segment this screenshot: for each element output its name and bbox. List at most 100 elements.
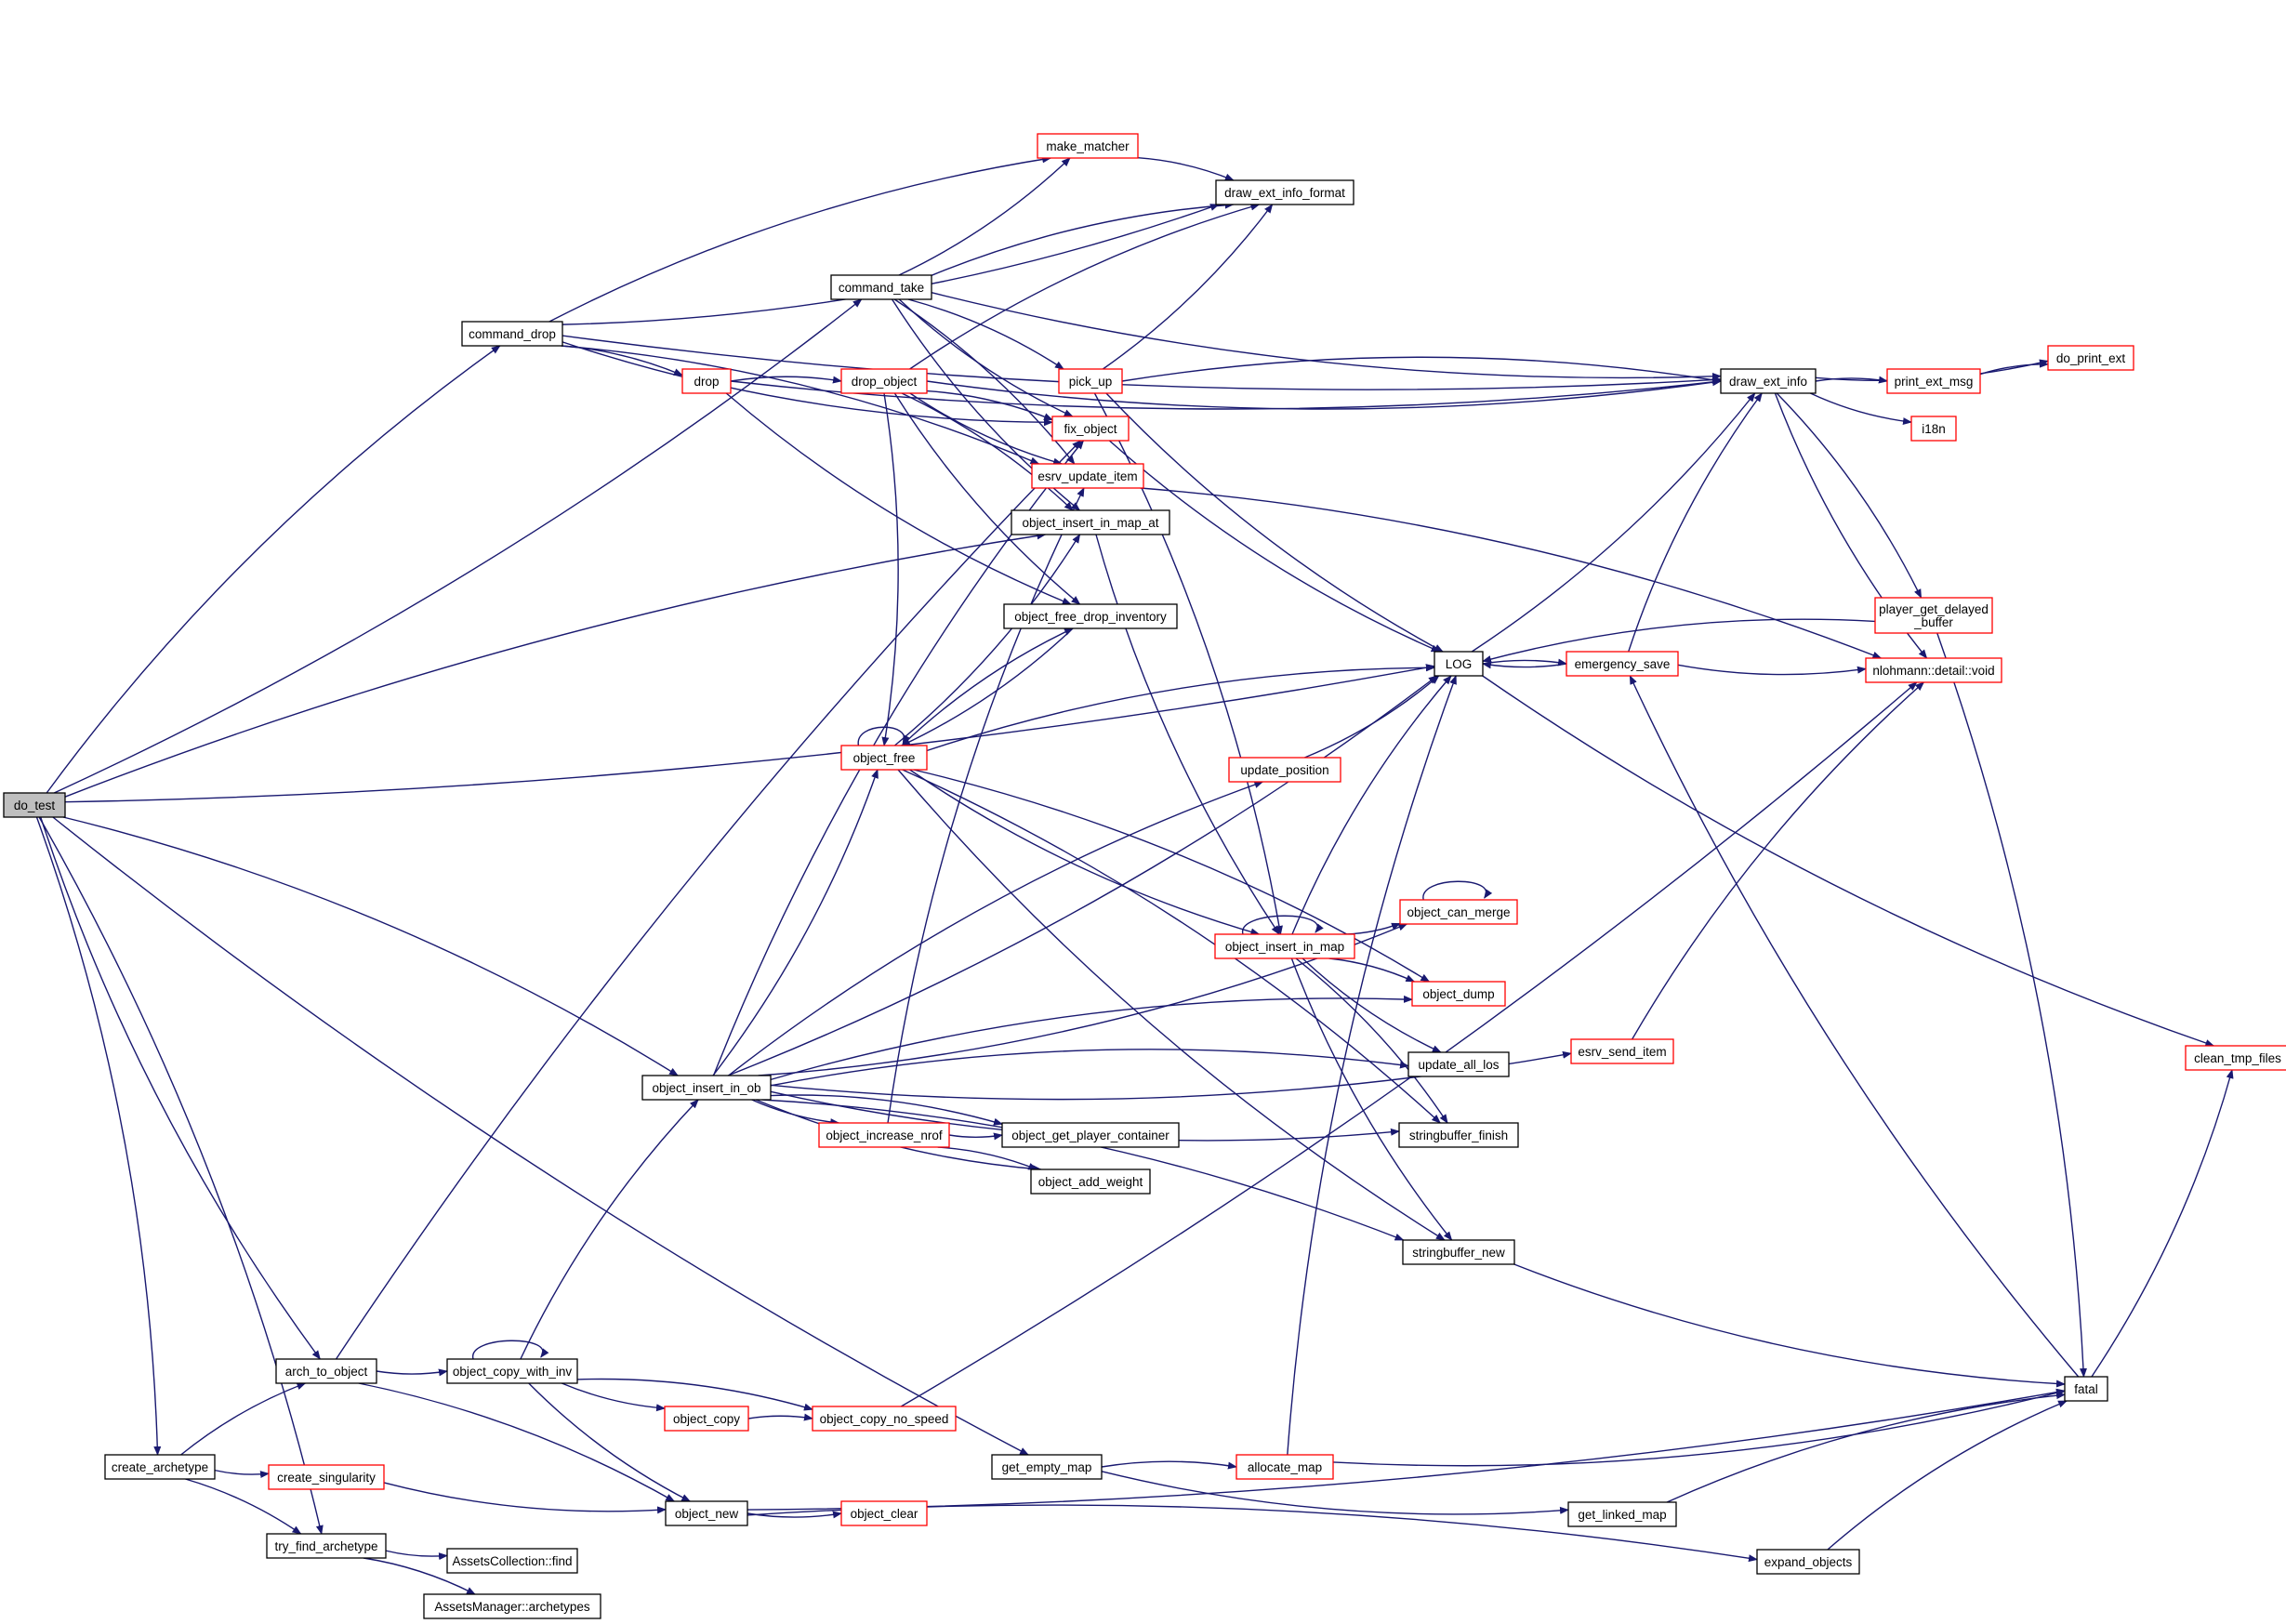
node-object-new[interactable]: object_new <box>665 1500 748 1526</box>
node-label: object_copy_no_speed <box>820 1412 949 1426</box>
call-edge-do_test-to-create_archetype <box>35 816 162 1456</box>
node-label: drop_object <box>852 375 918 389</box>
call-edge-create_archetype-to-create_singularity <box>214 1469 270 1479</box>
node-box <box>818 1122 950 1148</box>
call-edge-pick_up-to-draw_ext_info_format <box>1102 204 1274 370</box>
node-object-add-weight[interactable]: object_add_weight <box>1030 1168 1151 1195</box>
node-fix-object[interactable]: fix_object <box>1051 416 1130 442</box>
node-object-clear[interactable]: object_clear <box>840 1500 928 1526</box>
node-do-test[interactable]: do_test <box>3 792 66 818</box>
node-expand-objects[interactable]: expand_objects <box>1756 1549 1860 1575</box>
node-label: do_print_ext <box>2056 351 2126 365</box>
node-i18n[interactable]: i18n <box>1910 416 1957 442</box>
node-drop[interactable]: drop <box>681 368 732 394</box>
call-edge-fix_object-to-LOG <box>1108 440 1441 653</box>
node-command-take[interactable]: command_take <box>830 274 932 300</box>
call-edge-object_insert_in_ob-to-object_free <box>712 769 879 1076</box>
node-stringbuffer-finish[interactable]: stringbuffer_finish <box>1398 1122 1519 1148</box>
node-esrv-send-item[interactable]: esrv_send_item <box>1570 1038 1674 1064</box>
node-esrv-update-item[interactable]: esrv_update_item <box>1031 463 1144 489</box>
node-drop-object[interactable]: drop_object <box>840 368 928 394</box>
node-create-archetype[interactable]: create_archetype <box>104 1454 216 1480</box>
call-edge-create_archetype-to-arch_to_object <box>180 1382 307 1456</box>
node-box <box>446 1548 578 1574</box>
node-emergency-save[interactable]: emergency_save <box>1566 651 1679 677</box>
node-box <box>446 1358 578 1384</box>
node-do-print-ext[interactable]: do_print_ext <box>2047 345 2134 371</box>
call-edge-object_increase_nrof-to-object_get_player_container <box>948 1132 1003 1141</box>
node-box <box>268 1464 385 1490</box>
node-object-free-drop-inventory[interactable]: object_free_drop_inventory <box>1003 603 1178 629</box>
call-edge-object_insert_in_map-to-object_dump <box>1328 957 1416 983</box>
node-label: AssetsCollection::find <box>452 1554 572 1568</box>
node-fatal[interactable]: fatal <box>2064 1376 2108 1402</box>
node-object-can-merge[interactable]: object_can_merge <box>1399 899 1518 925</box>
node-print-ext-msg[interactable]: print_ext_msg <box>1886 368 1981 394</box>
node-allocate-map[interactable]: allocate_map <box>1235 1454 1334 1480</box>
node-label: esrv_send_item <box>1578 1045 1666 1059</box>
node-assetsmanager-archetypes[interactable]: AssetsManager::archetypes <box>423 1593 601 1619</box>
node-log[interactable]: LOG <box>1434 651 1484 677</box>
node-box <box>1215 179 1354 205</box>
call-edge-object_copy_no_speed-to-nlohmann_void <box>900 681 1918 1407</box>
call-edge-draw_ext_info-to-i18n <box>1810 392 1912 426</box>
node-label: update_all_los <box>1418 1058 1499 1072</box>
node-get-empty-map[interactable]: get_empty_map <box>991 1454 1103 1480</box>
node-box <box>830 274 932 300</box>
node-label: command_take <box>839 281 924 295</box>
call-edge-object_increase_nrof-to-object_add_weight <box>937 1146 1038 1170</box>
node-draw-ext-info-format[interactable]: draw_ext_info_format <box>1215 179 1354 205</box>
node-nlohmann-void[interactable]: nlohmann::detail::void <box>1865 657 2002 683</box>
call-edge-arch_to_object-to-fix_object <box>335 440 1082 1360</box>
node-label: create_archetype <box>112 1460 208 1474</box>
node-box <box>991 1454 1103 1480</box>
node-box <box>461 321 563 347</box>
node-object-insert-in-map-at[interactable]: object_insert_in_map_at <box>1011 509 1170 535</box>
node-command-drop[interactable]: command_drop <box>461 321 563 347</box>
call-edge-LOG-to-emergency_save <box>1482 658 1567 667</box>
node-get-linked-map[interactable]: get_linked_map <box>1567 1501 1677 1527</box>
node-label: create_singularity <box>277 1471 376 1485</box>
node-object-insert-in-ob[interactable]: object_insert_in_ob <box>641 1075 772 1101</box>
node-object-get-player-container[interactable]: object_get_player_container <box>1001 1122 1180 1148</box>
node-arch-to-object[interactable]: arch_to_object <box>275 1358 377 1384</box>
node-create-singularity[interactable]: create_singularity <box>268 1464 385 1490</box>
node-assetscollection-find[interactable]: AssetsCollection::find <box>446 1548 578 1574</box>
node-make-matcher[interactable]: make_matcher <box>1037 133 1139 159</box>
node-draw-ext-info[interactable]: draw_ext_info <box>1720 368 1817 394</box>
call-edge-create_singularity-to-object_new <box>383 1482 667 1514</box>
node-box <box>840 368 928 394</box>
node-player-get-delayed-buffer[interactable]: player_get_delayed_buffer <box>1874 597 1993 634</box>
call-edge-drop_object-to-object_free_drop_inventory <box>893 392 1081 605</box>
node-box <box>1570 1038 1674 1064</box>
node-update-all-los[interactable]: update_all_los <box>1407 1051 1510 1077</box>
node-object-dump[interactable]: object_dump <box>1411 981 1506 1007</box>
call-edge-fatal-to-emergency_save <box>1629 675 2080 1378</box>
node-object-free[interactable]: object_free <box>840 745 928 771</box>
call-edge-drop-to-drop_object <box>730 376 842 384</box>
node-stringbuffer-new[interactable]: stringbuffer_new <box>1402 1239 1515 1265</box>
node-label: object_add_weight <box>1038 1175 1143 1189</box>
node-label: print_ext_msg <box>1895 375 1974 389</box>
node-pick-up[interactable]: pick_up <box>1058 368 1123 394</box>
node-label: draw_ext_info <box>1729 375 1807 389</box>
node-clean-tmp-files[interactable]: clean_tmp_files <box>2185 1045 2286 1071</box>
call-edge-object_copy-to-object_copy_no_speed <box>747 1413 813 1421</box>
node-update-position[interactable]: update_position <box>1228 757 1341 783</box>
node-box <box>266 1533 387 1559</box>
node-label: object_can_merge <box>1407 905 1510 919</box>
node-try-find-archetype[interactable]: try_find_archetype <box>266 1533 387 1559</box>
call-edge-do_test-to-command_drop <box>46 345 501 794</box>
node-box <box>1756 1549 1860 1575</box>
call-edge-esrv_send_item-to-nlohmann_void <box>1632 681 1925 1040</box>
node-object-copy-with-inv[interactable]: object_copy_with_inv <box>446 1358 578 1384</box>
node-object-increase-nrof[interactable]: object_increase_nrof <box>818 1122 950 1148</box>
call-edge-command_take-to-pick_up <box>907 298 1064 370</box>
node-label: object_clear <box>851 1507 918 1521</box>
node-label: AssetsManager::archetypes <box>434 1600 590 1614</box>
node-object-insert-in-map[interactable]: object_insert_in_map <box>1214 933 1355 959</box>
node-object-copy[interactable]: object_copy <box>664 1406 749 1432</box>
node-object-copy-no-speed[interactable]: object_copy_no_speed <box>812 1406 957 1432</box>
call-edge-draw_ext_info-to-print_ext_msg <box>1815 376 1888 384</box>
call-edge-object_insert_in_map-to-LOG <box>1291 675 1452 935</box>
